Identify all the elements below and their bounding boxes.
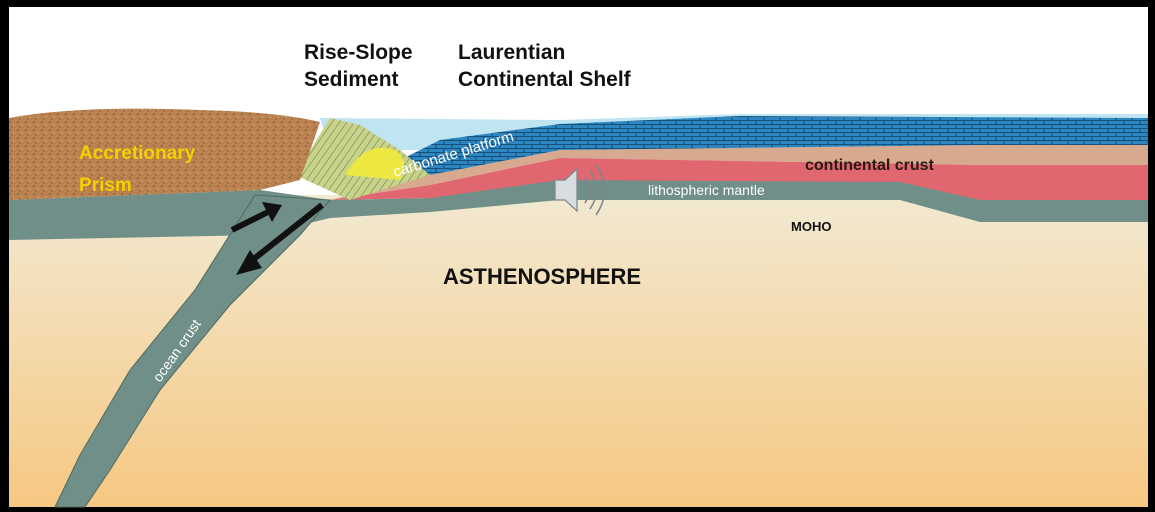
header-laurentian-shelf: Laurentian Continental Shelf [458,39,631,93]
label-lithospheric-mantle: lithospheric mantle [648,182,765,198]
label-prism-line1: Accretionary [79,143,196,164]
header-laurentian-line2: Continental Shelf [458,66,631,93]
header-laurentian-line1: Laurentian [458,39,631,66]
label-moho: MOHO [791,219,831,234]
header-rise-slope: Rise-Slope Sediment [304,39,413,93]
label-continental-crust: continental crust [805,157,935,174]
label-prism-line2: Prism [79,175,132,196]
header-rise-slope-line1: Rise-Slope [304,39,413,66]
header-rise-slope-line2: Sediment [304,66,413,93]
label-asthenosphere: ASTHENOSPHERE [443,264,641,289]
